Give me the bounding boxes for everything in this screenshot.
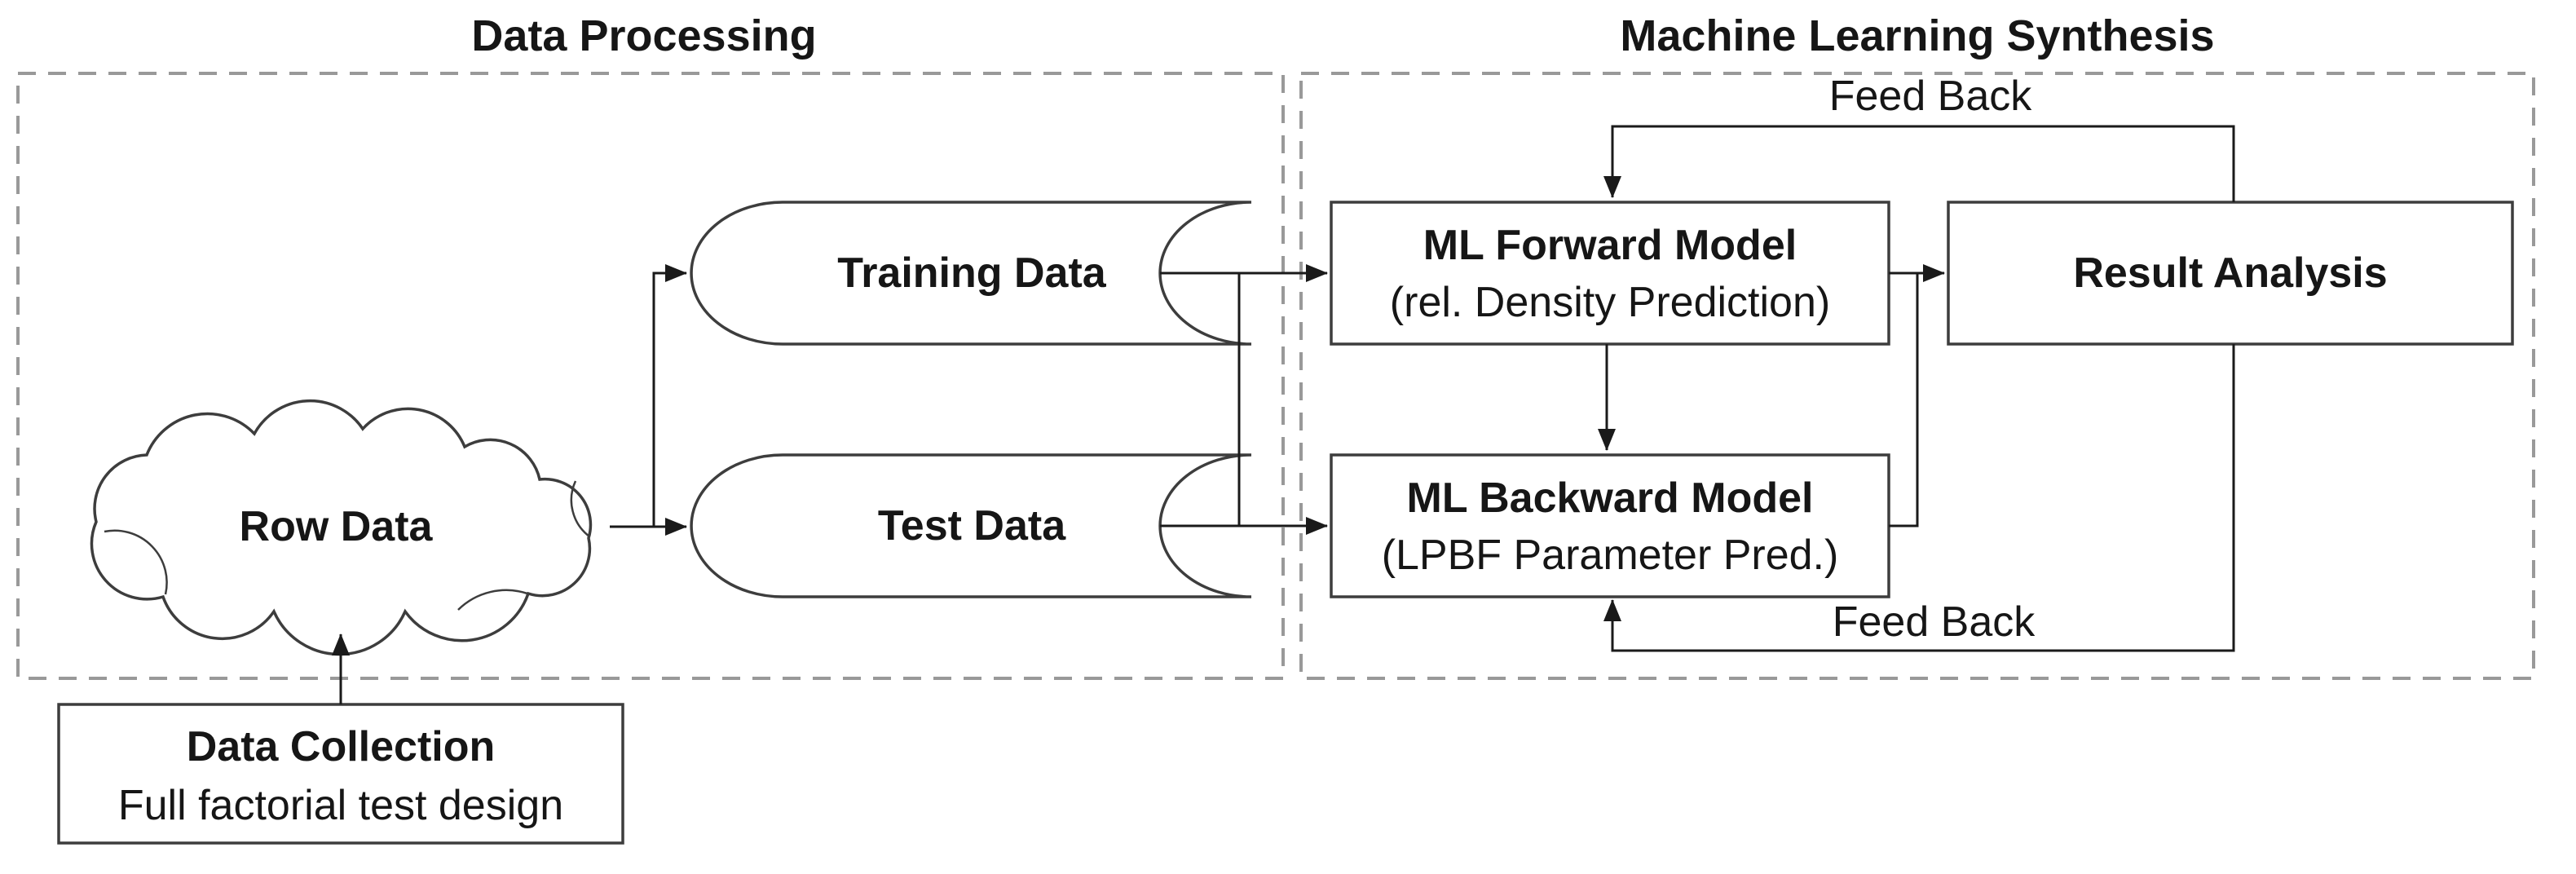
feedback-bottom-label: Feed Back xyxy=(1832,598,2036,646)
cloud-inner-arc-bottom xyxy=(457,589,528,611)
ml-forward-model-title: ML Forward Model xyxy=(1423,222,1797,269)
edge-backward-to-result-merge xyxy=(1889,273,1919,527)
data-processing-title: Data Processing xyxy=(471,11,817,60)
ml-synthesis-container xyxy=(1299,72,2535,680)
ml-synthesis-title: Machine Learning Synthesis xyxy=(1620,11,2215,60)
cloud-inner-arc-left xyxy=(104,529,168,595)
edge-feedback-top-loop xyxy=(1603,125,2235,202)
feedback-top-label: Feed Back xyxy=(1828,73,2032,120)
training-data-label: Training Data xyxy=(837,249,1106,297)
cloud-inner-arc-right xyxy=(570,480,590,537)
result-analysis-box xyxy=(1947,201,2514,346)
data-collection-title: Data Collection xyxy=(186,723,496,770)
ml-forward-model-subtitle: (rel. Density Prediction) xyxy=(1389,279,1831,326)
ml-backward-model-box xyxy=(1330,453,1890,598)
ml-forward-model-box xyxy=(1330,201,1890,346)
test-data-label: Test Data xyxy=(877,502,1066,550)
result-analysis-label: Result Analysis xyxy=(2073,249,2388,297)
data-collection-subtitle: Full factorial test design xyxy=(117,782,564,829)
edge-cloud-to-training-data xyxy=(652,264,687,527)
row-data-label: Row Data xyxy=(239,503,433,550)
training-data-shape xyxy=(690,201,1252,346)
ml-backward-model-title: ML Backward Model xyxy=(1406,475,1814,522)
edge-feedback-bottom-loop xyxy=(1603,344,2235,652)
ml-backward-model-subtitle: (LPBF Parameter Pred.) xyxy=(1381,532,1839,579)
row-data-cloud-shape xyxy=(90,399,593,656)
test-data-shape xyxy=(690,453,1252,598)
